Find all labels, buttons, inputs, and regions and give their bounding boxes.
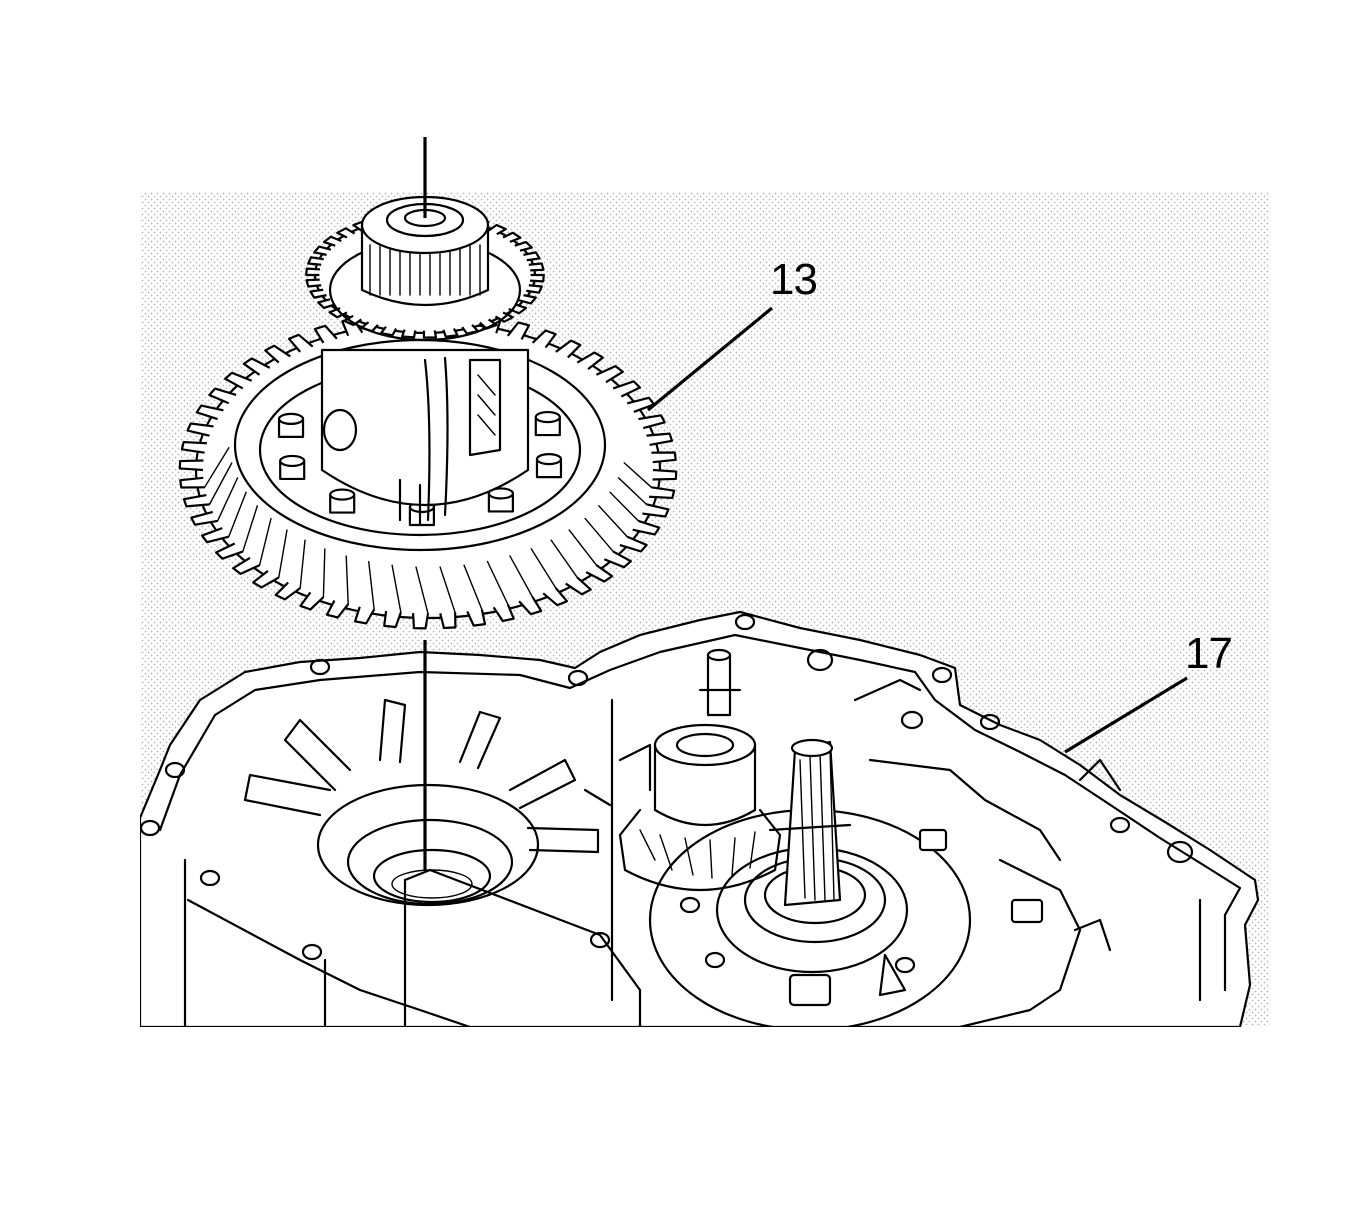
differential-bore bbox=[316, 783, 540, 907]
case-bolt-holes bbox=[140, 613, 1194, 961]
callout-13: 13 bbox=[770, 255, 818, 304]
output-shaft bbox=[768, 738, 852, 907]
leader-line-13 bbox=[646, 306, 774, 412]
ring-gear-teeth bbox=[178, 310, 678, 630]
case-ribs bbox=[243, 698, 600, 854]
case-wall-front bbox=[403, 868, 642, 1027]
ring-gear-helix bbox=[203, 447, 653, 615]
transmission-case bbox=[140, 610, 1260, 1027]
pinion-gear bbox=[618, 723, 782, 891]
differential-assembly bbox=[178, 195, 678, 630]
case-inner-flange bbox=[158, 633, 1242, 917]
differential-case bbox=[320, 348, 530, 507]
differential-bearing bbox=[360, 195, 490, 307]
case-stud bbox=[698, 648, 742, 717]
case-right-details bbox=[583, 678, 1227, 1027]
callout-17: 17 bbox=[1185, 629, 1233, 678]
leader-line-17 bbox=[1064, 676, 1188, 754]
